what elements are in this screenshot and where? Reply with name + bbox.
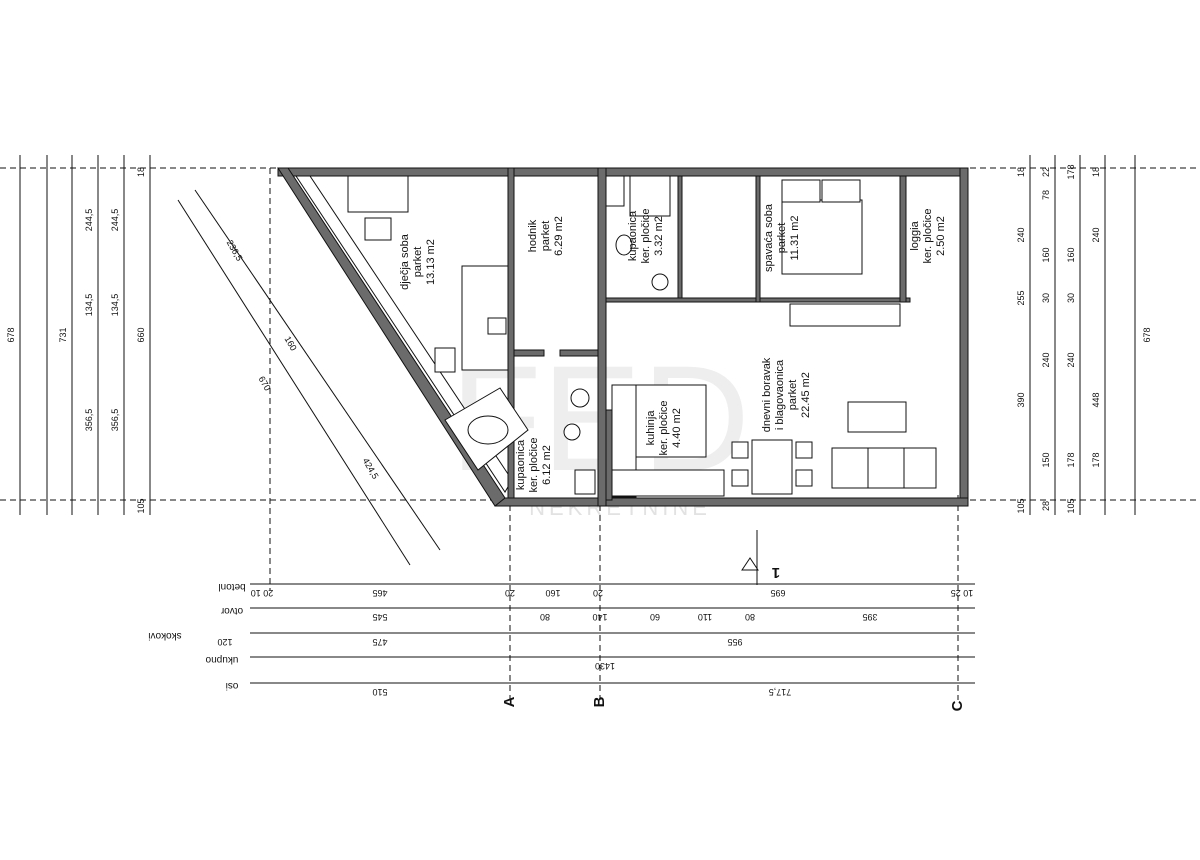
otvor-v1: 80 (540, 612, 550, 622)
section-label: 1 (772, 564, 780, 581)
rdim-160a: 160 (1041, 247, 1051, 262)
rdim-178a: 178 (1066, 164, 1076, 179)
otvor-v0: 545 (372, 612, 387, 622)
otvor-v6: 395 (862, 612, 877, 622)
axis-c: C (949, 700, 966, 711)
row-label-ukupno: ukupno (205, 654, 238, 665)
otvor-v2: 140 (592, 612, 607, 622)
right-dimensions: 240 255 390 18 105 22 78 160 30 240 150 … (1016, 155, 1152, 515)
room-spavaca-floor: parket (776, 223, 788, 254)
room-djecja-floor: parket (412, 247, 424, 278)
room-djecja-area: 13.13 m2 (425, 239, 437, 285)
rdim-30a: 30 (1041, 293, 1051, 303)
otvor-v3: 60 (650, 612, 660, 622)
rdim-105: 105 (1016, 498, 1026, 513)
room-kupaonica-small-floor: ker. pločice (640, 208, 652, 263)
rdim-448: 448 (1091, 392, 1101, 407)
rdim-18: 18 (1016, 167, 1026, 177)
row-label-skokovi: skokovi (148, 630, 181, 641)
dim-356-5-b: 356,5 (110, 409, 120, 432)
rdim-240a: 240 (1016, 227, 1026, 242)
dim-134-5-a: 134,5 (84, 294, 94, 317)
rdim-150: 150 (1041, 452, 1051, 467)
row-label-otvor: otvor (220, 605, 243, 616)
axis-b: B (591, 696, 608, 707)
row-label-osi: osi (226, 680, 239, 691)
skokovi-v1: 475 (372, 637, 387, 647)
room-loggia-area: 2.50 m2 (935, 216, 947, 256)
room-labels: dječja soba parket 13.13 m2 hodnik parke… (399, 203, 947, 492)
room-spavaca-name: spavaća soba (763, 203, 775, 272)
room-dnevni-floor: parket (787, 380, 799, 411)
rdim-240d: 240 (1091, 227, 1101, 242)
furniture (347, 175, 937, 498)
beton-v5: 695 (770, 588, 785, 598)
room-hodnik-area: 6.29 m2 (553, 216, 565, 256)
room-dnevni-area: 22.45 m2 (800, 372, 812, 418)
room-djecja-name: dječja soba (399, 233, 411, 290)
otvor-v4: 110 (698, 612, 712, 622)
rdim-178c: 178 (1091, 452, 1101, 467)
rdim-105b: 105 (1066, 498, 1076, 513)
dim-105: 105 (136, 498, 146, 513)
beton-v1: 465 (372, 588, 387, 598)
rdim-30b: 30 (1066, 293, 1076, 303)
room-dnevni-name2: i blagovaonica (774, 359, 786, 430)
beton-v4: 20 (593, 588, 603, 598)
room-kuhinja-floor: ker. pločice (658, 400, 670, 455)
room-hodnik-floor: parket (540, 221, 552, 252)
dim-134-5-b: 134,5 (110, 294, 120, 317)
rdim-178b: 178 (1066, 452, 1076, 467)
skokovi-v2: 955 (727, 637, 742, 647)
ukupno-v0: 1430 (595, 661, 615, 671)
rdim-255: 255 (1016, 290, 1026, 305)
dim-678: 678 (6, 327, 16, 342)
rdim-240c: 240 (1066, 352, 1076, 367)
row-label-beton: betonl (218, 581, 245, 592)
dim-244-5-b: 244,5 (110, 209, 120, 232)
bottom-dimensions: betonl otvor skokovi ukupno osi 20 10 46… (148, 581, 975, 711)
diag-160: 160 (283, 334, 299, 352)
rdim-678: 678 (1142, 327, 1152, 342)
room-hodnik-name: hodnik (527, 219, 539, 252)
room-loggia-name: loggia (909, 220, 921, 250)
room-kupaonica-big-floor: ker. pločice (528, 437, 540, 492)
dim-356-5-a: 356,5 (84, 409, 94, 432)
room-kuhinja-area: 4.40 m2 (671, 408, 683, 448)
beton-v6: 10 25 (951, 588, 974, 598)
rdim-22: 22 (1041, 167, 1051, 177)
rdim-28: 28 (1041, 501, 1051, 511)
room-loggia-floor: ker. pločice (922, 208, 934, 263)
rdim-160b: 160 (1066, 247, 1076, 262)
room-kupaonica-big-area: 6.12 m2 (541, 445, 553, 485)
dim-18: 18 (136, 167, 146, 177)
dim-244-5-a: 244,5 (84, 209, 94, 232)
diag-236-5: 236,5 (225, 238, 245, 263)
osi-v0: 510 (372, 687, 387, 697)
rdim-78: 78 (1041, 190, 1051, 200)
skokovi-v0: 120 (217, 637, 232, 647)
otvor-v5: 80 (745, 612, 755, 622)
left-dimensions: 678 731 660 244,5 244,5 134,5 134,5 356,… (6, 155, 151, 515)
room-spavaca-area: 11.31 m2 (789, 215, 801, 260)
diag-424-5: 424,5 (361, 456, 381, 481)
beton-v3: 160 (545, 588, 560, 598)
beton-v0: 20 10 (251, 588, 274, 598)
room-dnevni-name1: dnevni boravak (761, 357, 773, 432)
axis-a: A (501, 696, 518, 707)
section-marker: 1 (741, 530, 780, 585)
rdim-18b: 18 (1091, 167, 1101, 177)
dim-731: 731 (58, 327, 68, 342)
dim-660: 660 (136, 327, 146, 342)
rdim-390: 390 (1016, 392, 1026, 407)
beton-v2: 20 (505, 588, 515, 598)
rdim-240b: 240 (1041, 352, 1051, 367)
room-kuhinja-name: kuhinja (645, 410, 657, 446)
room-kupaonica-big-name: kupaonica (515, 439, 527, 490)
room-kupaonica-small-name: kupaonica (627, 210, 639, 261)
osi-v1: 717,5 (769, 687, 792, 697)
room-kupaonica-small-area: 3.32 m2 (653, 216, 665, 256)
